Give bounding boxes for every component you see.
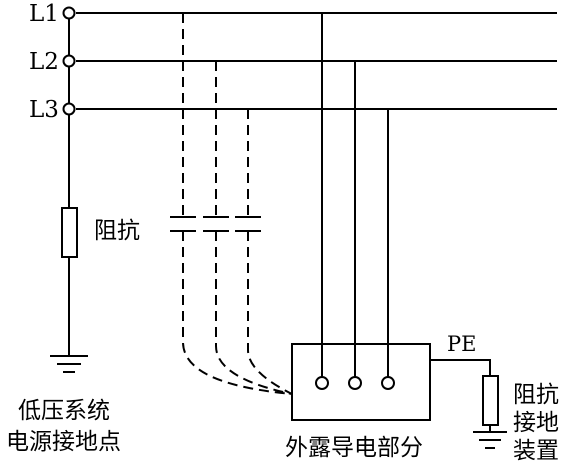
earthing-impedance-resistor bbox=[482, 375, 499, 426]
distributed-capacitance bbox=[182, 13, 293, 395]
exposed-conductive-part-box bbox=[291, 343, 431, 421]
label-pe: PE bbox=[447, 332, 477, 356]
terminal-l2 bbox=[62, 54, 76, 68]
source-earth-symbol bbox=[50, 355, 88, 373]
label-device-line-2: 接地 bbox=[513, 410, 559, 436]
label-device-line-3: 装置 bbox=[513, 438, 559, 464]
label-source-line-1: 低压系统 bbox=[18, 398, 110, 424]
capacitor-plates bbox=[170, 216, 261, 232]
terminal-l3 bbox=[62, 102, 76, 116]
load-terminal-3 bbox=[381, 376, 395, 390]
terminal-l1 bbox=[62, 6, 76, 20]
source-impedance-resistor bbox=[61, 207, 78, 258]
device-earth-symbol bbox=[473, 431, 507, 449]
label-source-line-2: 电源接地点 bbox=[6, 429, 121, 455]
label-exposed-conductive-part: 外露导电部分 bbox=[285, 435, 423, 461]
label-l1: L1 bbox=[29, 1, 59, 27]
label-earthing-device: 阻抗 接地 装置 bbox=[513, 384, 559, 463]
label-l2: L2 bbox=[29, 49, 59, 75]
load-terminal-1 bbox=[315, 376, 329, 390]
load-terminal-2 bbox=[348, 376, 362, 390]
label-source-impedance: 阻抗 bbox=[94, 218, 140, 244]
label-l3: L3 bbox=[29, 97, 59, 123]
pe-conductor bbox=[430, 359, 491, 376]
label-device-line-1: 阻抗 bbox=[513, 382, 559, 408]
